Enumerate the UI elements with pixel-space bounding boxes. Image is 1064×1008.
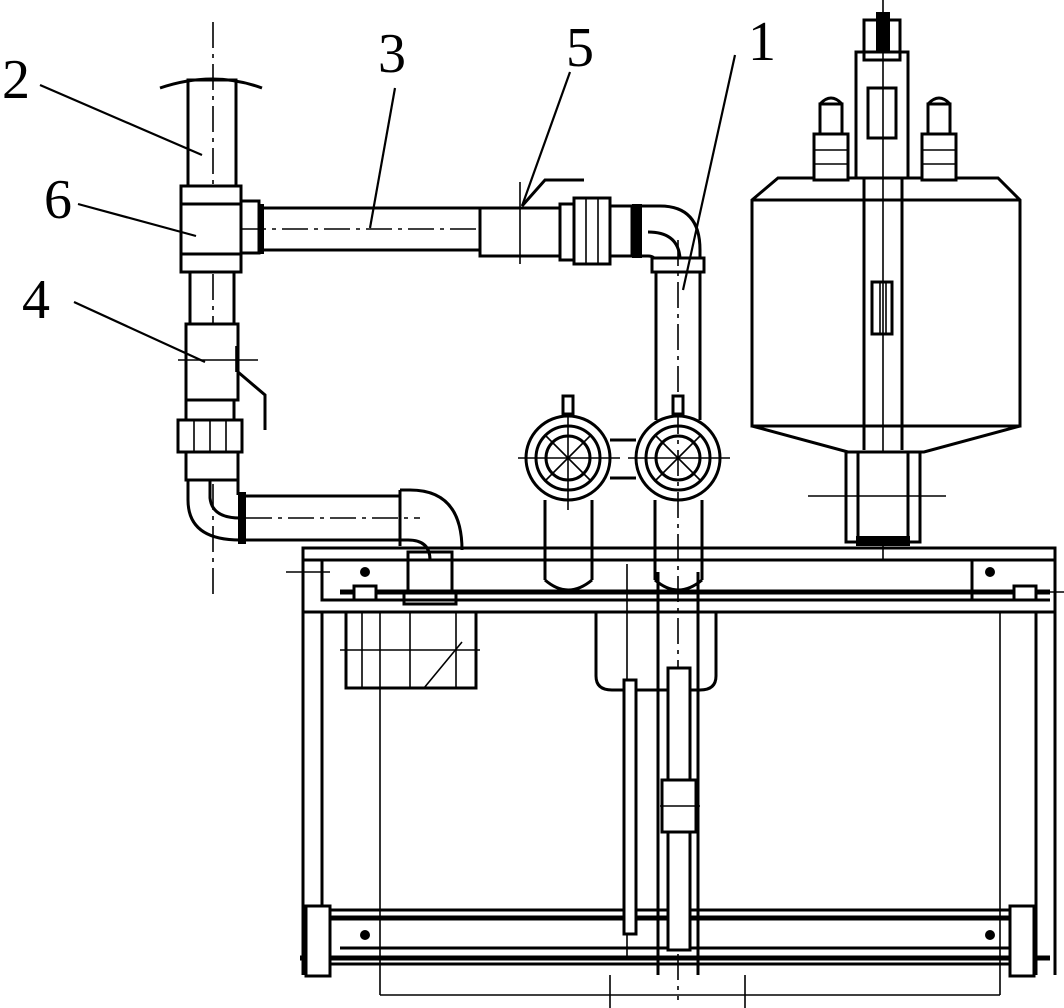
valve-pipe-4 bbox=[176, 270, 267, 482]
vertical-pipe-2 bbox=[159, 22, 263, 600]
callout-4: 4 bbox=[22, 269, 50, 331]
leader-lines bbox=[39, 54, 737, 364]
callout-5: 5 bbox=[566, 17, 594, 79]
callout-1: 1 bbox=[748, 11, 776, 73]
frame bbox=[286, 546, 1064, 1008]
tank-left-insulator bbox=[812, 96, 850, 182]
tank-center-shaft bbox=[808, 0, 946, 560]
callout-6: 6 bbox=[44, 169, 72, 231]
callout-2: 2 bbox=[2, 49, 30, 111]
callout-3: 3 bbox=[378, 23, 406, 85]
tee-fitting-6 bbox=[179, 184, 261, 274]
tank-right-insulator bbox=[920, 96, 958, 182]
right-pump-flange bbox=[610, 394, 730, 592]
valve-5 bbox=[478, 178, 642, 266]
left-pump-flange bbox=[518, 394, 620, 592]
callout-labels: 2 6 4 3 5 1 bbox=[2, 11, 776, 331]
lower-elbow-pipe bbox=[186, 480, 464, 606]
